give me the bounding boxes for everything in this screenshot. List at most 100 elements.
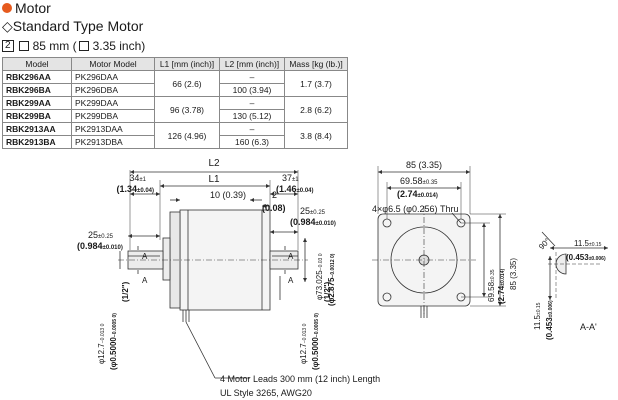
- dim-value: 11.5: [574, 239, 590, 248]
- dim-value: 34: [129, 173, 139, 183]
- section-label: A-A': [580, 322, 597, 332]
- square-icon: [18, 41, 29, 51]
- dim-0453: (0.453±0.006): [566, 253, 606, 262]
- column-header: L1 [mm (inch)]: [154, 57, 220, 71]
- table-row: RBK2913AA PK2913DAA 126 (4.96) – 3.8 (8.…: [2, 122, 348, 149]
- dim-tol: ±0.35: [490, 269, 496, 282]
- subsection-title: Standard Type Motor: [12, 18, 144, 34]
- dim-tol: −0.013 0: [100, 323, 106, 343]
- section-heading: Motor: [2, 0, 51, 16]
- dim-value: (1.46: [276, 184, 297, 194]
- dim-value: φ12.7: [299, 343, 308, 364]
- dim-37: 37±1: [282, 173, 299, 183]
- holes-note: 4×φ6.5 (φ0.256) Thru: [372, 204, 458, 214]
- dim-pilot: φ73.025−0.03 0: [315, 253, 324, 300]
- dim-tol: ±0.04): [297, 188, 314, 194]
- dim-value: 69.58: [487, 281, 496, 302]
- dim-tol: −0.013 0: [302, 323, 308, 343]
- dim-value: (2.74: [397, 189, 418, 199]
- dim-0984b: (0.984±0.010): [290, 217, 336, 227]
- dim-shaft1-in: (φ0.5000−0.0005 0): [109, 313, 118, 370]
- dim-v6958: 69.58±0.35: [487, 269, 496, 302]
- frame-size-inch: 3.35 inch): [92, 39, 146, 53]
- leads-spec: UL Style 3265, AWG20: [220, 388, 312, 398]
- dim-value: φ73.025: [315, 270, 324, 300]
- dim-tol: ±0.010): [316, 221, 336, 227]
- dim-tol: ±1: [292, 177, 299, 183]
- column-header: Motor Model: [71, 57, 155, 71]
- dim-value: (φ0.5000: [311, 337, 320, 370]
- leads-note: 4 Motor Leads 300 mm (12 inch) Length: [220, 374, 380, 384]
- dim-tol: ±0.006): [589, 256, 606, 262]
- section-mark: A: [288, 252, 294, 261]
- dim-tol: ±0.04): [137, 188, 154, 194]
- dim-tol: −0.0005 0): [112, 313, 118, 337]
- dim-value: (0.984: [77, 241, 103, 251]
- dim-tol: ±0.006): [548, 300, 554, 317]
- l2-cell: 160 (6.3): [219, 135, 285, 149]
- dim-value: φ12.7: [97, 343, 106, 364]
- dim-tol: ±0.35: [423, 180, 439, 186]
- diamond-icon: ◇: [2, 18, 13, 34]
- frame-size-line: 2 85 mm ( 3.35 inch): [2, 39, 145, 53]
- dim-value: (0.453: [566, 253, 589, 262]
- dim-tol: −0.03 0: [318, 253, 324, 270]
- column-header: Mass [kg (lb.)]: [284, 57, 348, 71]
- dim-value: (0.984: [290, 217, 316, 227]
- table-header-row: Model Motor Model L1 [mm (inch)] L2 [mm …: [2, 57, 348, 71]
- bullet-dot-icon: [2, 3, 12, 13]
- frame-size-text: 85 mm (: [32, 39, 77, 53]
- dim-tol: ±0.010): [103, 245, 123, 251]
- dim-shaft1: φ12.7−0.013 0: [97, 323, 106, 364]
- dim-tol: ±0.15: [536, 302, 542, 315]
- motor-cell: PK2913DBA: [71, 135, 155, 149]
- mass-cell: 3.8 (8.4): [284, 122, 348, 149]
- dim-value: (φ0.5000: [109, 337, 118, 370]
- dim-shaft2-half: (1/2"): [323, 281, 332, 302]
- mount-hole: [382, 292, 392, 302]
- dim-value: 25: [300, 206, 310, 216]
- dim-115: 11.5±0.15: [574, 239, 602, 248]
- dim-v274: (2.74±0.014): [497, 269, 506, 304]
- dim-25b: 25±0.25: [300, 206, 326, 216]
- dim-value: 11.5: [533, 314, 542, 330]
- table-row: RBK299BA PK299DBA 130 (5.12): [2, 109, 348, 123]
- square-icon: [78, 41, 89, 51]
- dim-v85: 85 (3.35): [509, 258, 518, 290]
- dim-008: (0.08): [262, 203, 286, 213]
- mass-cell: 2.8 (6.2): [284, 96, 348, 123]
- pilot-boss: [162, 237, 171, 281]
- dim-value: (φ2.875: [327, 277, 336, 306]
- dim-value: 25: [88, 230, 98, 240]
- section-title: Motor: [15, 0, 51, 16]
- dim-shaft1-half: (1/2"): [121, 281, 130, 302]
- dim-tol: ±1: [139, 177, 146, 183]
- dim-shaft2-in: (φ0.5000−0.0005 0): [311, 313, 320, 370]
- dim-25a: 25±0.25: [88, 230, 114, 240]
- dim-value: (1.34: [117, 184, 138, 194]
- spec-table: Model Motor Model L1 [mm (inch)] L2 [mm …: [2, 57, 348, 149]
- l1-cell: 96 (3.78): [154, 96, 220, 123]
- frame-number-box: 2: [2, 40, 14, 52]
- dim-tol: ±0.25: [98, 234, 114, 240]
- dim-value: 37: [282, 173, 292, 183]
- dim-value: (2.74: [497, 285, 506, 304]
- dim-146: (1.46±0.04): [276, 184, 313, 194]
- dim-value: 69.58: [400, 176, 423, 186]
- dim-tol: ±0.15: [589, 242, 602, 248]
- l1-cell: 66 (2.6): [154, 70, 220, 97]
- subsection-heading: ◇Standard Type Motor: [2, 18, 143, 35]
- section-mark: A: [142, 276, 148, 285]
- dim-v0453: (0.453±0.006): [545, 300, 554, 340]
- l2-label: L2: [208, 158, 220, 169]
- dim-pilot-in: (φ2.875−0.0012 0): [327, 253, 336, 306]
- dim-tol: ±0.014): [418, 193, 438, 199]
- dim-tol: −0.0005 0): [314, 313, 320, 337]
- table-row: RBK2913BA PK2913DBA 160 (6.3): [2, 135, 348, 149]
- section-mark: A: [142, 252, 148, 261]
- dim-v115: 11.5±0.15: [533, 302, 542, 330]
- dim-shaft2: φ12.7−0.013 0: [299, 323, 308, 364]
- angle-90: 90°: [537, 236, 552, 251]
- dim-134: (1.34±0.04): [117, 184, 154, 194]
